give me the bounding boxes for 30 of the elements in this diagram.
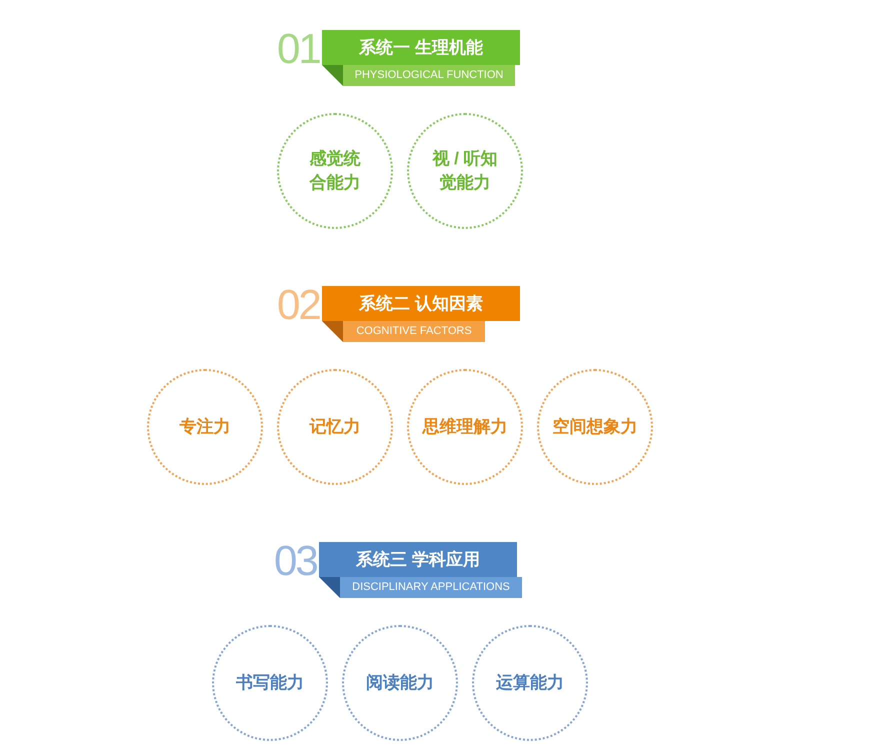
section-banner bbox=[322, 30, 520, 86]
section-number: 01 bbox=[277, 28, 320, 70]
circle-label: 书写能力 bbox=[236, 672, 304, 694]
banner-title: 系统三 学科应用 bbox=[356, 549, 480, 570]
dotted-circle bbox=[277, 369, 393, 485]
dotted-circle bbox=[147, 369, 263, 485]
dotted-circle bbox=[472, 625, 588, 741]
circle-label: 运算能力 bbox=[496, 672, 564, 694]
section-number: 02 bbox=[277, 284, 320, 326]
section-banner bbox=[319, 542, 522, 598]
section-banner bbox=[322, 286, 520, 342]
banner-subtitle: COGNITIVE FACTORS bbox=[356, 324, 472, 339]
banner-title: 系统二 认知因素 bbox=[359, 293, 483, 314]
dotted-circle bbox=[277, 113, 393, 229]
dotted-circle bbox=[407, 113, 523, 229]
circle-label: 专注力 bbox=[180, 416, 230, 438]
circle-label: 视 / 听知觉能力 bbox=[431, 148, 499, 194]
dotted-circle bbox=[407, 369, 523, 485]
dotted-circle bbox=[537, 369, 653, 485]
dotted-circle bbox=[342, 625, 458, 741]
banner-title: 系统一 生理机能 bbox=[359, 37, 483, 58]
banner-subtitle: DISCIPLINARY APPLICATIONS bbox=[352, 580, 510, 595]
circle-label: 空间想象力 bbox=[552, 416, 638, 438]
dotted-circle bbox=[212, 625, 328, 741]
banner-subtitle: PHYSIOLOGICAL FUNCTION bbox=[354, 68, 504, 83]
section-number: 03 bbox=[274, 540, 317, 582]
circle-label: 思维理解力 bbox=[422, 416, 508, 438]
circle-label: 感觉统合能力 bbox=[308, 148, 362, 194]
circle-label: 阅读能力 bbox=[366, 672, 434, 694]
circle-label: 记忆力 bbox=[310, 416, 360, 438]
